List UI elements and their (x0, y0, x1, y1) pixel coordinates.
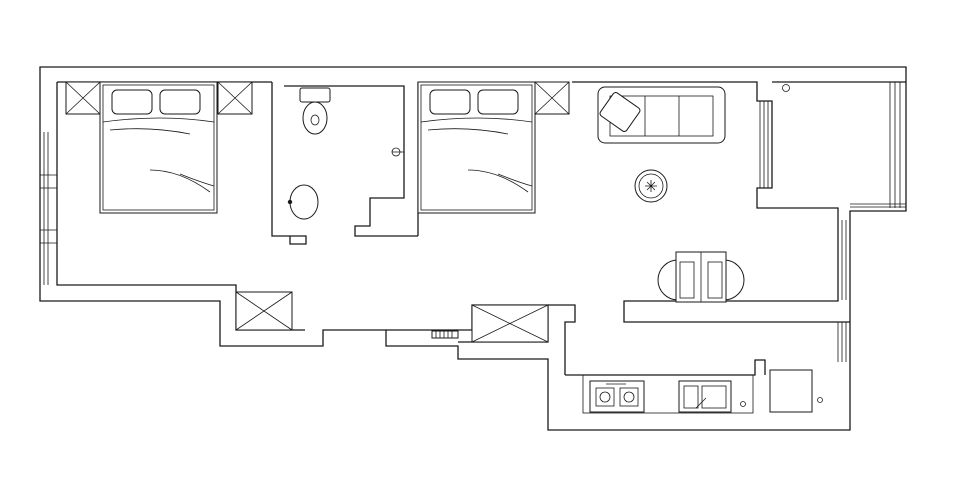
storage-left (235, 291, 293, 331)
balcony (759, 81, 906, 362)
corridor (235, 291, 576, 375)
shower-head-icon (391, 147, 404, 157)
double-bed-2 (417, 81, 536, 214)
dining-table-icon (657, 251, 745, 303)
left-window (39, 132, 57, 285)
round-table-icon (634, 169, 668, 203)
nightstand-right (217, 81, 253, 115)
fridge-icon (769, 369, 813, 413)
shoe-rack (431, 330, 459, 339)
living-room (572, 81, 850, 323)
washbasin-icon (287, 184, 319, 220)
bedroom-2 (417, 81, 570, 214)
double-bed-1 (99, 81, 218, 214)
toilet-icon (299, 87, 331, 135)
bathroom (284, 82, 419, 237)
kitchen (565, 359, 823, 414)
sink-icon (678, 380, 732, 413)
bedroom-1 (65, 81, 253, 214)
nightstand-3 (534, 81, 570, 115)
sofa-icon (597, 86, 726, 144)
nightstand-left (65, 81, 101, 115)
stove-icon (589, 380, 645, 413)
storage-right (471, 304, 549, 343)
